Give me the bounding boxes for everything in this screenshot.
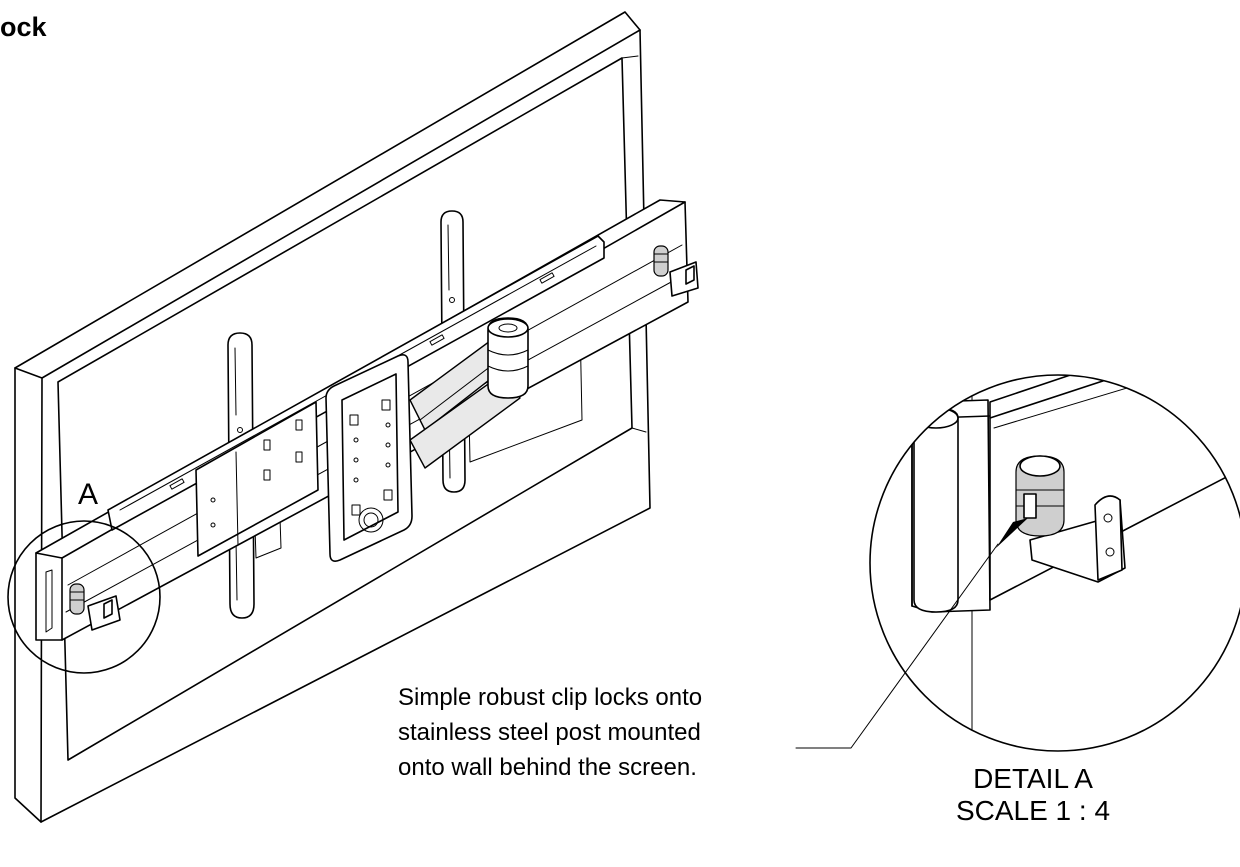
articulating-arm bbox=[409, 317, 529, 469]
slide-carriage bbox=[195, 401, 319, 557]
detail-view-border bbox=[869, 374, 1240, 752]
drawing-title-fragment: ock bbox=[0, 12, 47, 42]
leader-line bbox=[795, 543, 999, 749]
detail-circle-a bbox=[7, 520, 161, 674]
detail-marker-label: A bbox=[78, 478, 99, 511]
detail-caption: DETAIL A SCALE 1 : 4 bbox=[948, 763, 1118, 827]
clip-assembly-right bbox=[653, 245, 699, 297]
callout-line: stainless steel post mounted bbox=[398, 719, 701, 746]
callout-note: Simple robust clip locks onto stainless … bbox=[398, 680, 702, 785]
callout-line: Simple robust clip locks onto bbox=[398, 684, 703, 711]
detail-caption-scale: SCALE 1 : 4 bbox=[955, 795, 1111, 826]
clip-assembly-left bbox=[69, 583, 121, 631]
callout-line: onto wall behind the screen. bbox=[398, 754, 697, 781]
detail-caption-title: DETAIL A bbox=[973, 763, 1093, 794]
vesa-plate bbox=[325, 354, 413, 562]
